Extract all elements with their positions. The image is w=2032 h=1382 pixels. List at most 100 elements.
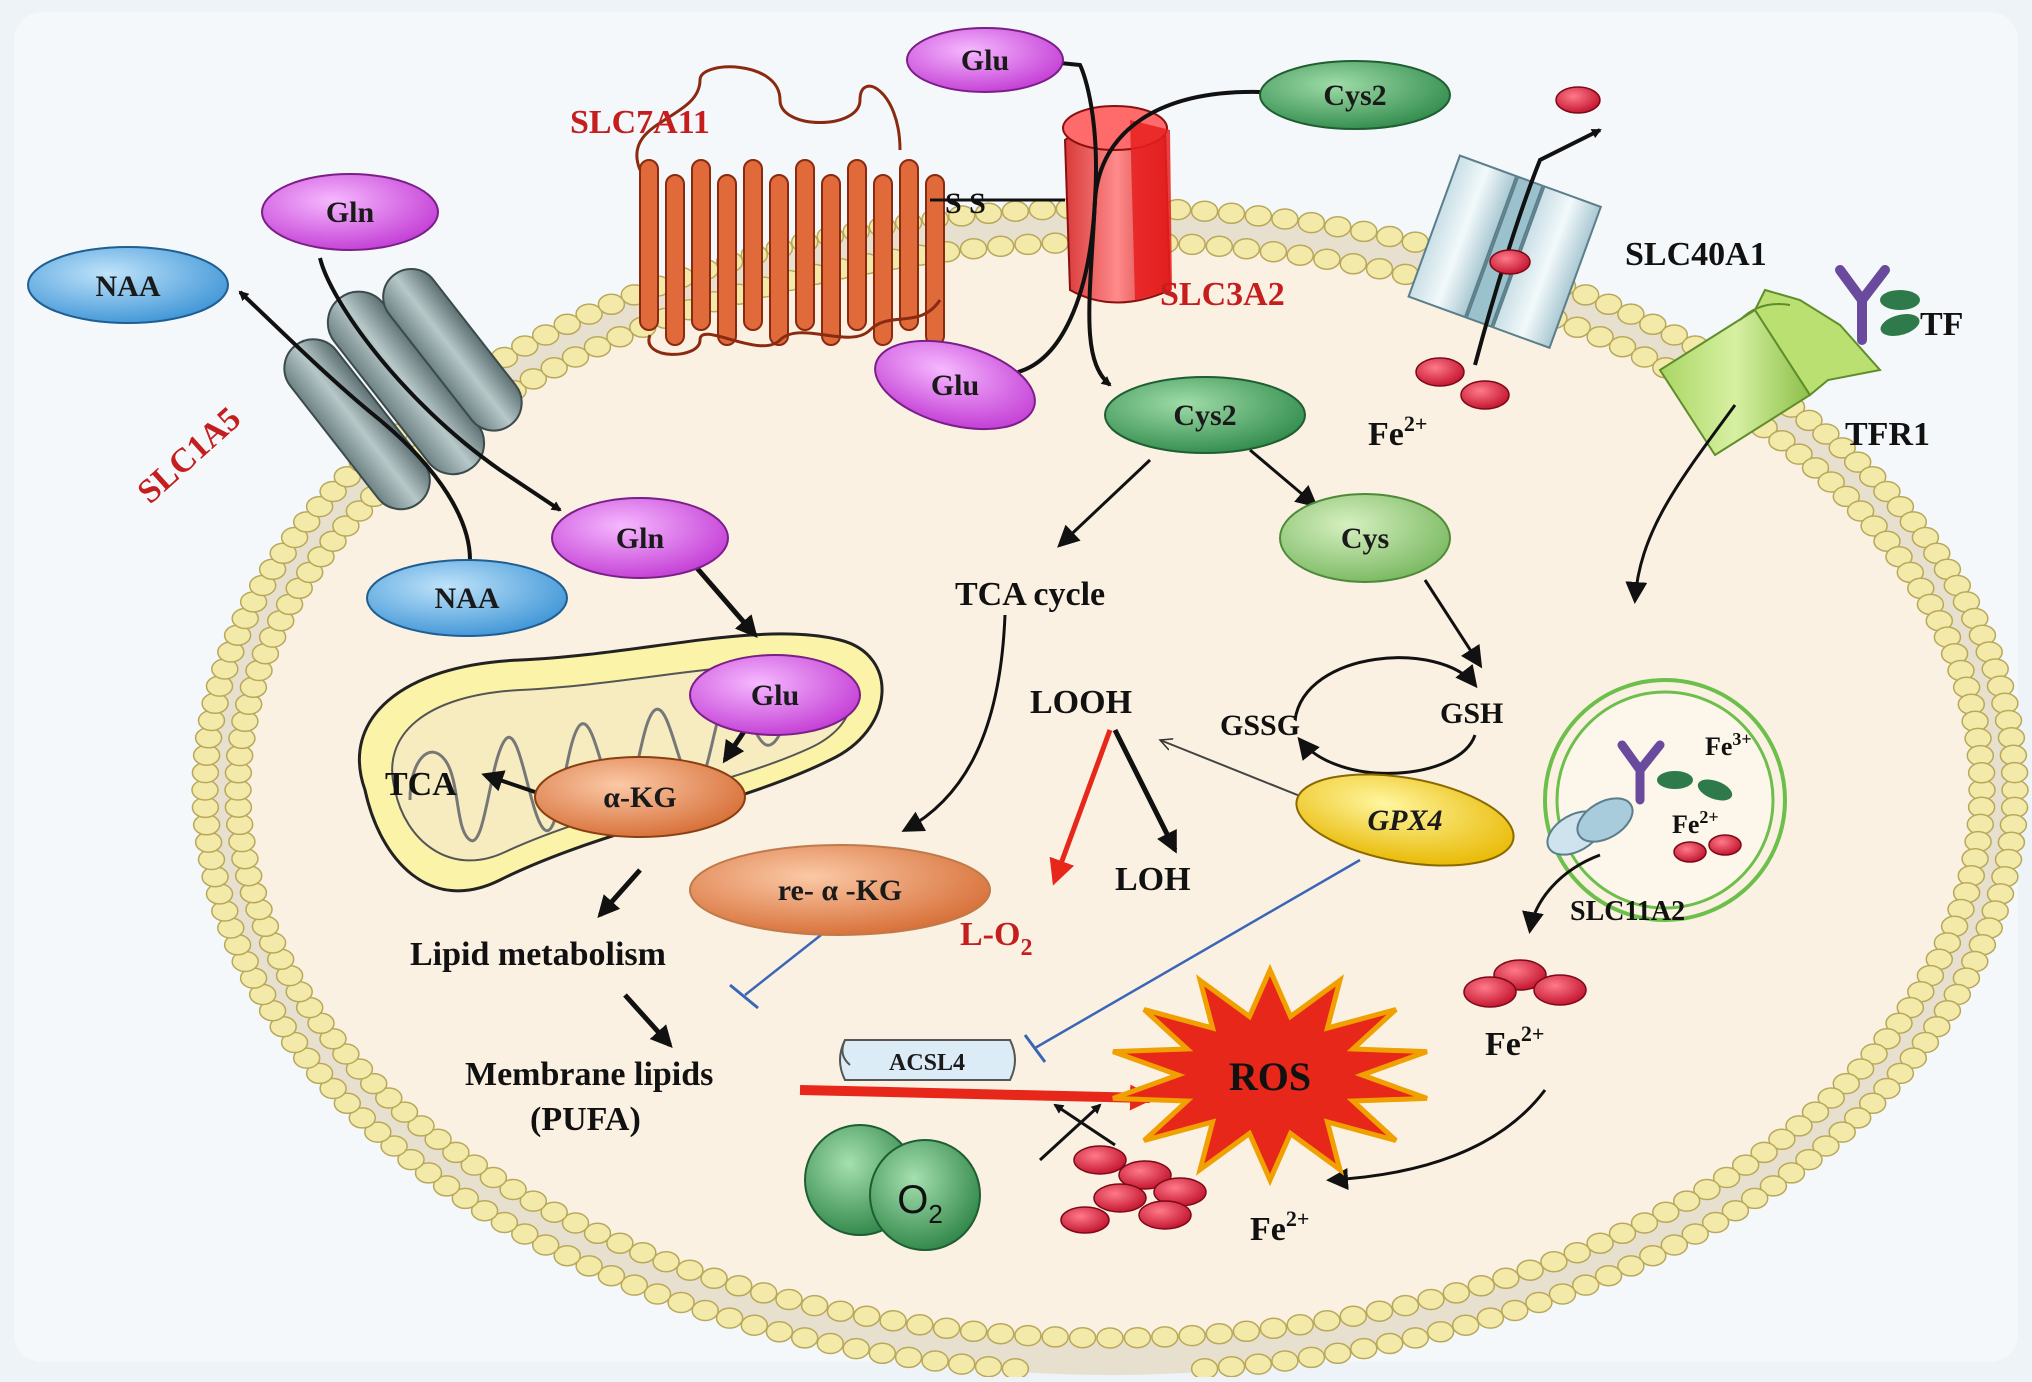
cys2-out-label: Cys2 — [1323, 79, 1386, 112]
fe2-slc40a1-label: Fe2+ — [1368, 411, 1427, 453]
pufa-label: (PUFA) — [530, 1101, 641, 1138]
lipid-head — [724, 1275, 753, 1297]
glu-out-label: Glu — [961, 44, 1009, 77]
helix-segment — [717, 174, 737, 346]
lipid-head — [1401, 1327, 1430, 1349]
lipid-head — [1232, 1320, 1261, 1343]
lipid-head — [1297, 211, 1326, 234]
lipid-head — [932, 1317, 961, 1340]
lipid-head — [319, 530, 347, 552]
lipid-head — [397, 1148, 425, 1171]
lipid-head — [1244, 1353, 1273, 1375]
glu-in-label: Glu — [931, 369, 979, 402]
lipid-head — [280, 526, 309, 549]
lipid-head — [842, 1337, 870, 1360]
tca-cycle-label: TCA cycle — [955, 576, 1105, 613]
lipid-head — [375, 1087, 403, 1109]
slc40a1-label: SLC40A1 — [1625, 236, 1767, 273]
lipid-head — [1639, 313, 1667, 336]
lipid-head — [540, 1201, 568, 1223]
lipid-head — [575, 1255, 603, 1277]
lipid-head — [1660, 324, 1689, 346]
lipid-head — [1501, 1299, 1529, 1322]
lipid-head — [749, 1282, 778, 1304]
helix-segment — [821, 174, 841, 346]
lipid-head — [1271, 1350, 1299, 1372]
lipid-head — [800, 1294, 829, 1317]
lipid-head — [319, 1077, 347, 1100]
iron-ion — [1463, 976, 1517, 1008]
lipid-head — [959, 1320, 988, 1343]
akg-node: α-KG — [534, 756, 746, 838]
lipid-head — [575, 303, 603, 325]
lipid-head — [1812, 423, 1840, 445]
lipid-head — [1467, 1275, 1496, 1297]
tfr1-label: TFR1 — [1845, 416, 1930, 453]
lipid-head — [1672, 1190, 1701, 1212]
lipid-head — [1205, 235, 1234, 258]
lipid-head — [1232, 237, 1261, 260]
lipid-head — [1563, 316, 1591, 339]
lipid-head — [1740, 1187, 1769, 1210]
lipid-head — [1812, 1135, 1840, 1157]
naa-out-node: NAA — [27, 246, 229, 324]
lipid-head — [921, 1350, 949, 1372]
lipid-head — [667, 1291, 695, 1314]
lipid-head — [1178, 233, 1206, 256]
tf-glyph — [1835, 265, 1920, 345]
endosome — [1543, 678, 1787, 922]
tca-label: TCA — [385, 766, 457, 803]
lipid-head — [1873, 1077, 1901, 1100]
lipid-head — [1817, 471, 1845, 493]
lipid-head — [1323, 1342, 1352, 1365]
lipid-head — [826, 1300, 855, 1322]
o2-molecule: O2 — [804, 1124, 981, 1251]
lipid-head — [1860, 515, 1888, 537]
lipid-head — [1365, 258, 1394, 280]
cys2-out-node: Cys2 — [1259, 60, 1451, 130]
iron-ion — [1060, 1206, 1110, 1234]
lipid-head — [511, 335, 539, 357]
lipid-head — [765, 1321, 794, 1343]
fe3-endosome-label: Fe3+ — [1705, 729, 1752, 761]
lipid-head — [292, 511, 321, 533]
lipid-head — [1451, 1314, 1480, 1336]
lipid-head — [1858, 1092, 1887, 1115]
fe2-cytosol-label: Fe2+ — [1485, 1021, 1544, 1063]
l-o2-label: L-O2 — [960, 916, 1032, 961]
lipid-head — [305, 495, 334, 518]
lipid-head — [307, 545, 335, 568]
lipid-head — [519, 368, 548, 390]
lipid-head — [531, 324, 560, 346]
helix-segment — [795, 159, 815, 331]
ros-burst: ROS — [1112, 963, 1428, 1187]
lipid-head — [1339, 1305, 1368, 1327]
lipid-head — [319, 480, 347, 503]
lipid-head — [1594, 293, 1623, 316]
lipid-head — [606, 326, 634, 348]
cys-node: Cys — [1279, 493, 1451, 583]
lipid-head — [1323, 215, 1352, 238]
lipid-head — [740, 1314, 769, 1336]
lipid-head — [1843, 1107, 1872, 1129]
lipid-head — [1586, 326, 1614, 348]
lipid-head — [1365, 1300, 1394, 1322]
re-akg-node: re- α -KG — [689, 844, 991, 936]
lipid-head — [414, 1162, 443, 1184]
lipid-head — [691, 1299, 719, 1322]
lipid-head — [1259, 240, 1288, 263]
lipid-head — [700, 1267, 728, 1290]
lipid-head — [1759, 1175, 1788, 1197]
iron-ions — [1060, 86, 1742, 1234]
helix-segment — [639, 159, 659, 331]
naa-out-label: NAA — [96, 270, 161, 303]
lipid-head — [1350, 1337, 1378, 1360]
lipid-head — [1178, 1324, 1206, 1347]
lipid-head — [629, 1241, 657, 1264]
membrane-lipids-label: Membrane lipids — [465, 1056, 713, 1093]
lipid-head — [451, 1187, 480, 1210]
helix-segment — [769, 174, 789, 346]
o2-label: O2 — [897, 1178, 943, 1229]
lipid-head — [1391, 1294, 1420, 1317]
